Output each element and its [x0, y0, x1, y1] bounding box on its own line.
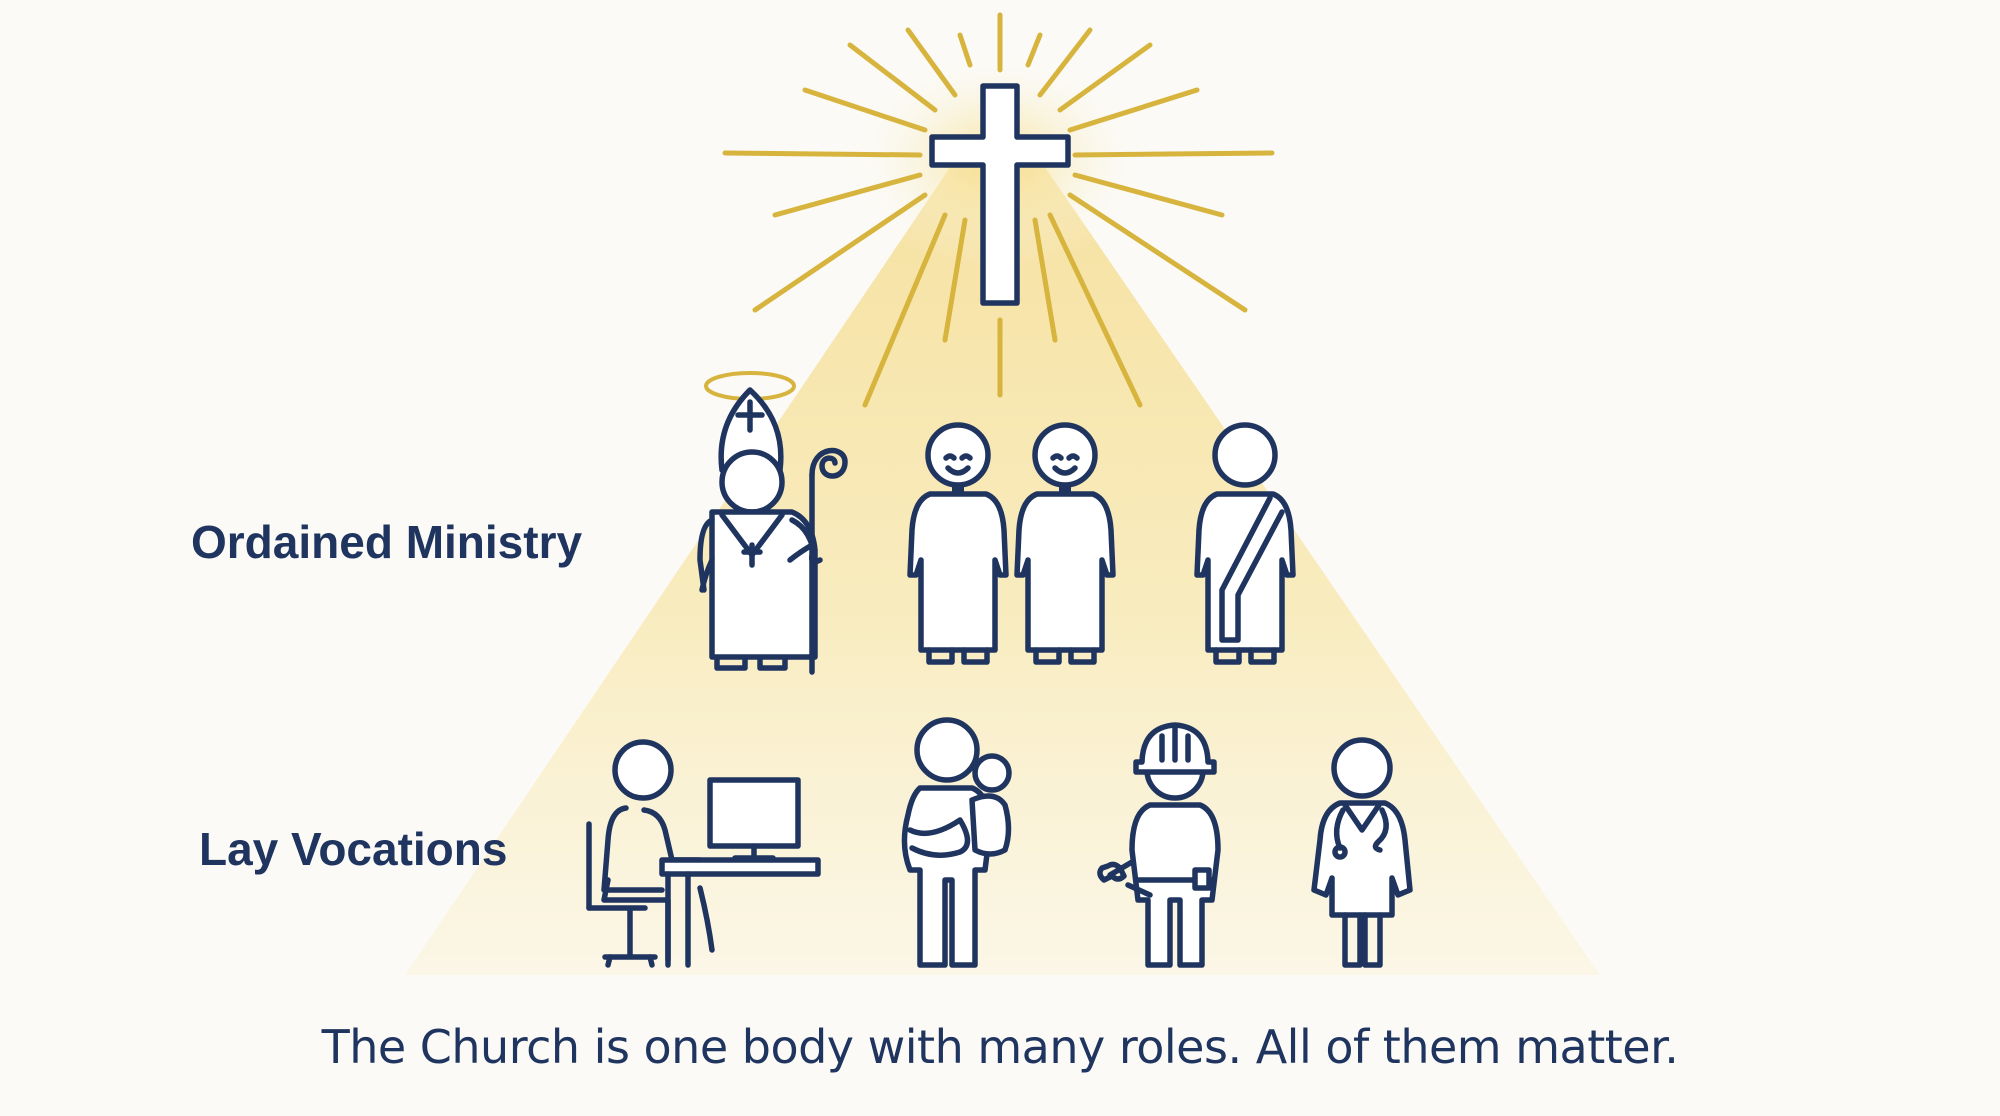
lay-vocations-label: Lay Vocations — [199, 823, 508, 875]
bishop-icon — [697, 371, 848, 675]
parent-with-child-icon — [901, 717, 1012, 968]
deacon-icon — [1194, 422, 1296, 665]
priest-icon — [907, 422, 1009, 665]
construction-worker-icon — [1097, 722, 1221, 968]
cross-icon — [929, 83, 1071, 306]
ordained-ministry-label: Ordained Ministry — [191, 516, 583, 568]
light-rays — [722, 12, 1275, 408]
priest-icon — [1014, 422, 1116, 665]
office-worker-icon — [586, 739, 821, 968]
caption: The Church is one body with many roles. … — [321, 1020, 1679, 1074]
doctor-icon — [1311, 737, 1413, 968]
